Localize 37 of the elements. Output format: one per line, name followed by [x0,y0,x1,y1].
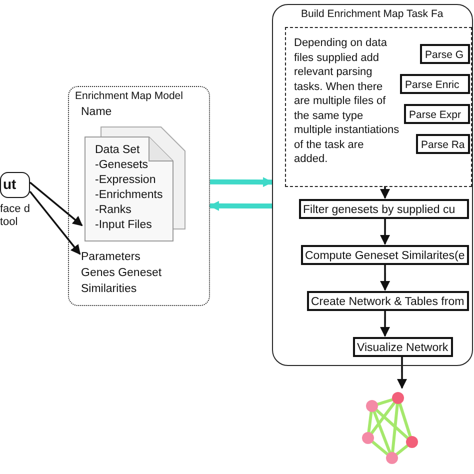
dotted-group-frame [68,86,210,306]
rounded-box [0,172,30,198]
process-box [400,74,470,94]
arrow [209,200,272,211]
arrow [29,182,83,226]
process-box [353,337,453,357]
arrow [380,186,390,199]
caption-text: face d tool [0,203,31,229]
box-label: Create Network & Tables from [311,295,464,309]
process-box [299,199,469,219]
description-text: Depending on data files supplied add relevant parsing tasks. When there are multiple files of the same type multiple instantiations of the task are added. [294,36,400,166]
arrow [380,310,390,337]
process-box [416,134,470,154]
arrow [29,190,81,255]
box-label: Parse Expr [409,108,461,122]
box-label: Filter genesets by supplied cu [303,203,456,217]
arrow [380,264,390,291]
arrow [210,177,273,188]
process-box [301,245,469,265]
text-label: Parameters Genes Geneset Similarities [81,250,163,297]
box-label: Visualize Network [357,341,448,355]
group-title: Build Enrichment Map Task Fa [301,7,444,21]
box-label: Parse G [425,48,464,62]
process-box [404,104,470,124]
dashed-group-frame [285,27,472,187]
group-title: Enrichment Map Model [75,89,183,103]
arrow [397,356,408,389]
box-label: ut [3,177,16,191]
process-box [307,291,469,311]
field-name: Name [81,105,112,119]
box-label: Compute Geneset Similarites(e [305,249,465,263]
box-label: Parse Ra [421,138,465,152]
process-box [420,44,470,64]
box-label: Parse Enric [405,78,460,92]
arrow [380,218,390,245]
list-text: Data Set -Genesets -Expression -Enrichments -Ranks -Input Files [95,143,163,233]
rounded-group-frame [272,4,473,366]
